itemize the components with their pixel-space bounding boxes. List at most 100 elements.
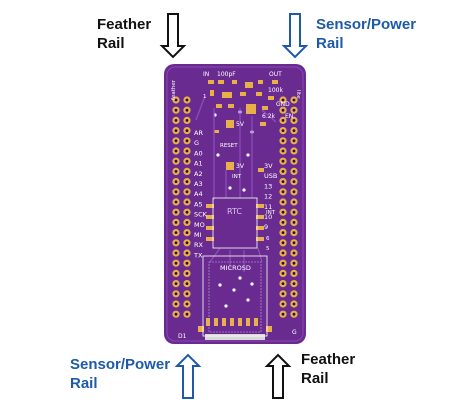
pin-label-left: A5: [194, 200, 203, 208]
rtc-pad-right: [256, 226, 264, 230]
pin-hole: [185, 170, 189, 173]
silk-in: IN: [203, 71, 209, 78]
silk-microsd: MICROSD: [220, 264, 251, 272]
pin-hole: [292, 119, 296, 122]
pin-hole: [185, 302, 189, 306]
pin-hole: [292, 180, 296, 184]
pin-label-right: 9: [264, 223, 268, 231]
label-bottom-right-line2: Rail: [301, 370, 329, 387]
via: [246, 298, 250, 302]
smd-pad: [206, 318, 210, 326]
pin-hole: [174, 241, 178, 245]
via: [232, 288, 236, 292]
silk-int: INT: [232, 174, 242, 180]
pin-hole: [281, 221, 285, 224]
pin-hole: [185, 272, 189, 275]
pin-hole: [174, 200, 178, 204]
pin-hole: [185, 312, 189, 316]
smd-pad: [254, 318, 258, 326]
smd-pad: [222, 318, 226, 326]
pin-hole: [281, 302, 285, 306]
pin-hole: [292, 170, 296, 173]
component-pads: [198, 80, 278, 332]
pin-hole: [292, 98, 296, 102]
silk-res: 6.2k: [262, 113, 276, 120]
pin-hole: [292, 312, 296, 316]
board-inner-edge: [166, 66, 304, 342]
pin-hole: [185, 129, 189, 133]
smd-pad: [208, 80, 214, 84]
pin-hole: [185, 241, 189, 245]
smd-pad: [260, 122, 266, 126]
pin-hole: [292, 108, 296, 112]
pin-hole: [185, 108, 189, 112]
label-top-right: Sensor/Power Rail: [316, 15, 416, 53]
pin-hole: [281, 170, 285, 173]
silk-d1: D1: [178, 333, 187, 340]
pin-hole: [174, 98, 178, 102]
pin-hole: [281, 210, 285, 214]
label-bottom-right: Feather Rail: [301, 350, 355, 388]
trace: [261, 109, 277, 123]
microsd-outline: [202, 255, 268, 337]
pin-hole: [292, 159, 296, 163]
via: [250, 282, 254, 286]
smd-pad: [240, 92, 246, 96]
pin-label-left: SCK: [194, 211, 208, 219]
pin-hole: [281, 292, 285, 296]
label-bottom-right-line1: Feather: [301, 351, 356, 368]
pin-hole: [292, 221, 296, 224]
smd-pad: [258, 168, 264, 172]
pin-hole: [281, 108, 285, 112]
arrow-down-black-icon: [159, 13, 187, 59]
rtc-outline: [212, 197, 258, 249]
smd-pad: [214, 130, 219, 133]
smd-pad: [246, 318, 250, 326]
smd-pad: [230, 318, 234, 326]
pin-label-right: 10: [264, 213, 272, 221]
via: [224, 304, 228, 308]
silk-num-1: 1: [203, 94, 207, 100]
pin-hole: [185, 139, 189, 143]
pin-label-right: 11: [264, 203, 272, 211]
pin-hole: [292, 282, 296, 285]
pin-hole: [292, 210, 296, 214]
pin-hole: [292, 231, 296, 235]
via: [216, 153, 220, 157]
pin-hole: [174, 119, 178, 122]
rtc-pad-left: [206, 237, 214, 241]
smd-pad: [226, 120, 234, 128]
silk-g: G: [292, 329, 297, 336]
smd-pad: [256, 92, 262, 96]
rtc-pad-left: [206, 204, 214, 208]
smd-pad: [216, 104, 222, 108]
pin-hole: [281, 180, 285, 184]
silk-100k: 100k: [268, 87, 283, 94]
rtc-pad-right: [256, 237, 264, 241]
rtc-pad-left: [206, 215, 214, 219]
smd-pad: [198, 326, 204, 332]
pin-hole: [174, 170, 178, 173]
silk-lite: lite: [295, 90, 301, 99]
pin-hole: [185, 282, 189, 285]
smd-pad: [222, 92, 232, 98]
via: [228, 186, 232, 190]
pin-hole: [292, 251, 296, 255]
pin-hole: [292, 272, 296, 275]
silk-gnd: GND: [276, 101, 290, 108]
pin-hole: [174, 221, 178, 224]
pin-label-right: USB: [264, 172, 277, 180]
smd-pad: [226, 162, 234, 170]
pin-hole: [185, 180, 189, 184]
board-text: IN 100pF OUT 100k GND 6.2k EN feather li…: [171, 71, 301, 340]
pin-hole: [185, 221, 189, 224]
silk-out: OUT: [269, 71, 282, 78]
sd-slot-edge: [205, 334, 265, 340]
pin-hole: [292, 241, 296, 245]
pin-hole: [174, 251, 178, 255]
pin-hole: [292, 139, 296, 143]
pin-hole: [281, 241, 285, 245]
pin-hole: [292, 190, 296, 194]
label-top-right-line2: Rail: [316, 35, 344, 52]
